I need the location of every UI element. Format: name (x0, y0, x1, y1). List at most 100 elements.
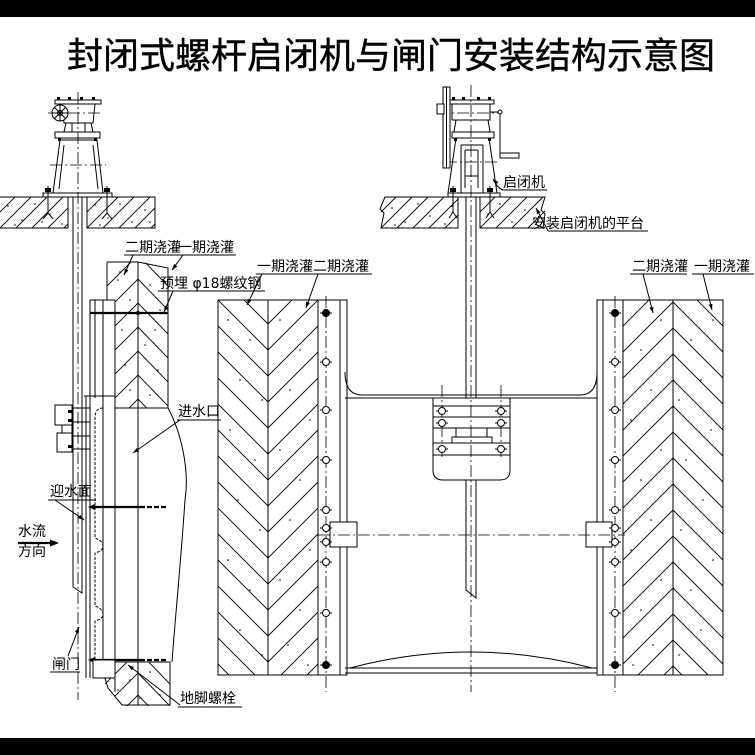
hoist-flange (54, 131, 101, 139)
lug-bolts (436, 407, 507, 453)
bolt (611, 456, 619, 464)
screw-rod-and-gate (72, 197, 83, 594)
bolt (438, 445, 446, 453)
flow-direction-arrow-icon (50, 539, 59, 547)
bolt-filled (322, 309, 330, 317)
wheel-block (54, 404, 91, 453)
crank-arm (490, 111, 501, 154)
hoist-base-plate (42, 192, 113, 198)
rebar-dot (136, 311, 140, 315)
anchor-bolt-nuts (450, 188, 493, 192)
bottom-black-band (0, 738, 755, 755)
crank-grip (499, 152, 520, 159)
slab-outline (0, 196, 156, 229)
left-guide-block (329, 521, 358, 548)
bolt (611, 358, 619, 366)
slab-outline (379, 196, 546, 229)
label-flow-direction-line2: 方向 (18, 544, 46, 560)
label-embedded-rebar: 预埋 φ18螺纹钢 (160, 276, 262, 292)
label-hoist-platform: 安装启闭机的平台 (532, 216, 644, 232)
label-flow-direction-line1: 水流 (18, 524, 46, 540)
wheel-bolts (68, 410, 73, 448)
label-right-wall-first-stage: 一期浇灌 (694, 259, 750, 275)
left-wall-dividers (267, 300, 341, 675)
left-screw-hoist (42, 97, 113, 220)
bolt (322, 506, 330, 514)
slab-hatch-right (87, 197, 155, 228)
pour-leaders (123, 254, 236, 276)
left-hoist-platform-slab (0, 196, 156, 229)
bolt (438, 419, 446, 427)
bolt (611, 524, 619, 532)
guide-frame-bottom (92, 659, 116, 679)
label-water-inlet: 进水口 (178, 404, 220, 420)
hoist-base-plate (447, 192, 501, 198)
label-first-stage-pour: 一期浇灌 (178, 240, 234, 256)
top-black-band (0, 0, 755, 17)
anchor-bolt-nuts (45, 188, 110, 192)
hoist-neck (453, 119, 491, 133)
hoist-top-bar (449, 99, 495, 105)
slab-hatch-right (480, 197, 545, 228)
bolt (322, 609, 330, 617)
right-screw-hoist (436, 86, 520, 219)
label-gate: 闸门 (52, 657, 80, 673)
platform-arrowhead (536, 208, 541, 215)
bolt (322, 524, 330, 532)
front-view-labels: 启闭机 安装启闭机的平台 一期浇灌 二期浇灌 二期浇灌 一期浇灌 (246, 175, 754, 314)
crank-pivot (497, 109, 503, 115)
concrete-aggregate-dots (7, 203, 714, 699)
hoist-body-ribs (58, 144, 99, 190)
anchor-leader (127, 664, 242, 708)
hoist-window-inner (464, 149, 479, 188)
gate-wheel-blocks (54, 404, 91, 453)
guide-frame-fill (86, 300, 115, 678)
lug-nut-lower (451, 436, 493, 444)
right-wall-leaders (630, 273, 754, 314)
lug-plate (432, 397, 511, 481)
handwheel-knob (436, 103, 445, 115)
front-view-structure (217, 85, 724, 692)
hatch-lines (87, 197, 155, 228)
bolt (611, 506, 619, 514)
hoist-body (447, 137, 498, 194)
right-guide-block (585, 521, 613, 548)
side-view-labels: 二期浇灌 一期浇灌 预埋 φ18螺纹钢 进水口 迎水面 水流 方向 闸门 地脚螺… (18, 240, 265, 708)
bolt (322, 456, 330, 464)
gate-arrowhead (75, 627, 79, 634)
bolt (322, 538, 330, 546)
hoist-neck (63, 122, 94, 133)
bolt (611, 558, 619, 566)
bolt (322, 358, 330, 366)
gate-seal-profile (94, 407, 104, 660)
crank-handle-icon (490, 109, 520, 159)
bolt-filled (611, 661, 619, 669)
bolt (497, 419, 505, 427)
handwheel-edge-icon (436, 86, 451, 169)
bolt-filled (611, 309, 619, 317)
slab-hatch-left (381, 197, 458, 228)
label-second-stage-pour: 二期浇灌 (125, 240, 181, 256)
right-wall-bolts (609, 309, 621, 669)
bolt (611, 609, 619, 617)
handwheel-icon (51, 104, 69, 122)
label-left-wall-first-stage: 一期浇灌 (257, 259, 313, 275)
column-outline (106, 261, 169, 409)
right-wall-outline (596, 299, 724, 676)
bolt (497, 407, 505, 415)
guide-frame (84, 299, 116, 692)
label-upstream-face: 迎水面 (50, 484, 92, 500)
anchor-arrowhead (128, 665, 134, 671)
right-wall-arrowheads (649, 303, 713, 313)
bolt-filled (322, 661, 330, 669)
bolt (611, 406, 619, 414)
handwheel-spokes (52, 105, 68, 121)
column-top-cover (138, 261, 170, 268)
diagram-title: 封闭式螺杆启闭机与闸门安装结构示意图 (67, 36, 715, 77)
side-bottom-concrete-block (100, 662, 170, 712)
label-right-wall-second-stage: 二期浇灌 (632, 259, 688, 275)
inlet-outline (137, 407, 187, 663)
hatch-lines (480, 197, 545, 228)
lifting-lug (432, 385, 511, 481)
